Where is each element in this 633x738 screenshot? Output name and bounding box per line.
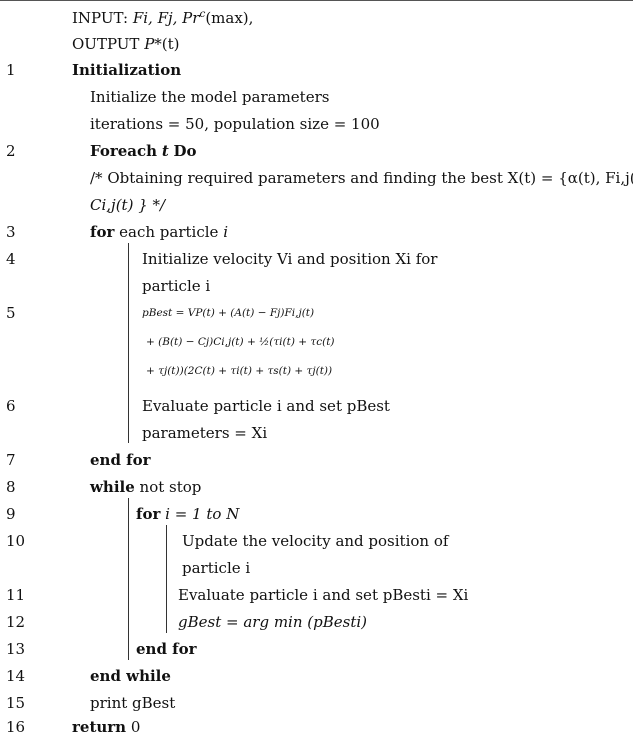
line-number: 10 [6, 532, 26, 550]
line-number: 3 [6, 223, 16, 241]
block-line-for [128, 243, 129, 443]
init-params: iterations = 50, population size = 100 [90, 115, 380, 133]
foreach-var: t [161, 142, 169, 160]
update-line-2: particle i [182, 559, 251, 577]
init-desc: Initialize the model parameters [90, 88, 330, 106]
init-title: Initialization [72, 61, 182, 79]
line-number: 7 [6, 451, 16, 469]
return-keyword: return [72, 718, 127, 736]
input-sup: c [199, 8, 206, 20]
for-text: each particle [119, 223, 219, 241]
equation-line-2: + (B(t) − Cj)Ci,j(t) + ½(τi(t) + τc(t) [146, 336, 335, 348]
for-keyword: for [90, 223, 115, 241]
foreach-line: Foreach t Do [90, 142, 197, 160]
line-number: 13 [6, 640, 26, 658]
input-line: INPUT: Fi, Fj, Prc(max), [72, 8, 253, 27]
init-velocity-line-2: particle i [142, 277, 211, 295]
line-number: 6 [6, 397, 16, 415]
line-number: 15 [6, 694, 26, 712]
line-number: 9 [6, 505, 16, 523]
init-velocity-line-1: Initialize velocity Vi and position Xi f… [142, 250, 438, 268]
line-number: 11 [6, 586, 26, 604]
do-keyword: Do [173, 142, 197, 160]
while-text: not stop [139, 478, 202, 496]
line-number: 14 [6, 667, 26, 685]
output-line: OUTPUT P*(t) [72, 35, 180, 53]
comment-line-1: /* Obtaining required parameters and fin… [90, 169, 633, 187]
line-number: 1 [6, 61, 16, 79]
print-line: print gBest [90, 694, 176, 712]
block-line-for2 [166, 525, 167, 633]
top-rule [0, 0, 633, 1]
line-number: 4 [6, 250, 16, 268]
for2-line: for i = 1 to N [136, 505, 239, 523]
input-tail: (max), [205, 9, 254, 27]
evaluate2-line: Evaluate particle i and set pBesti = Xi [178, 586, 469, 604]
equation-line-1: pBest = VP(t) + (A(t) − Fj)Fi,j(t) [142, 307, 315, 319]
end-while: end while [90, 667, 171, 685]
evaluate-line-1: Evaluate particle i and set pBest [142, 397, 390, 415]
for-var: i [223, 223, 229, 241]
line-number: 2 [6, 142, 16, 160]
output-label: OUTPUT [72, 35, 145, 53]
update-line-1: Update the velocity and position of [182, 532, 449, 550]
line-number: 16 [6, 718, 26, 736]
end-for-2: end for [136, 640, 197, 658]
line-number: 12 [6, 613, 26, 631]
for2-keyword: for [136, 505, 161, 523]
line-number: 8 [6, 478, 16, 496]
input-vars: Fi, Fj, Pr [132, 9, 200, 27]
end-for-1: end for [90, 451, 151, 469]
for2-text: i = 1 to N [165, 505, 240, 523]
evaluate-line-2: parameters = Xi [142, 424, 268, 442]
return-line: return 0 [72, 718, 140, 736]
foreach-keyword: Foreach [90, 142, 158, 160]
while-line: while not stop [90, 478, 201, 496]
line-number: 5 [6, 304, 16, 322]
return-value: 0 [130, 718, 141, 736]
output-var: P* [144, 35, 162, 53]
for-line: for each particle i [90, 223, 228, 241]
gbest-line: gBest = arg min (pBesti) [178, 613, 367, 631]
equation-line-3: + τj(t))(2C(t) + τi(t) + τs(t) + τj(t)) [146, 365, 333, 377]
block-line-while [128, 498, 129, 660]
output-tail: (t) [161, 35, 180, 53]
input-label: INPUT: [72, 9, 133, 27]
while-keyword: while [90, 478, 135, 496]
comment-line-2: Ci,j(t) } */ [90, 196, 166, 214]
